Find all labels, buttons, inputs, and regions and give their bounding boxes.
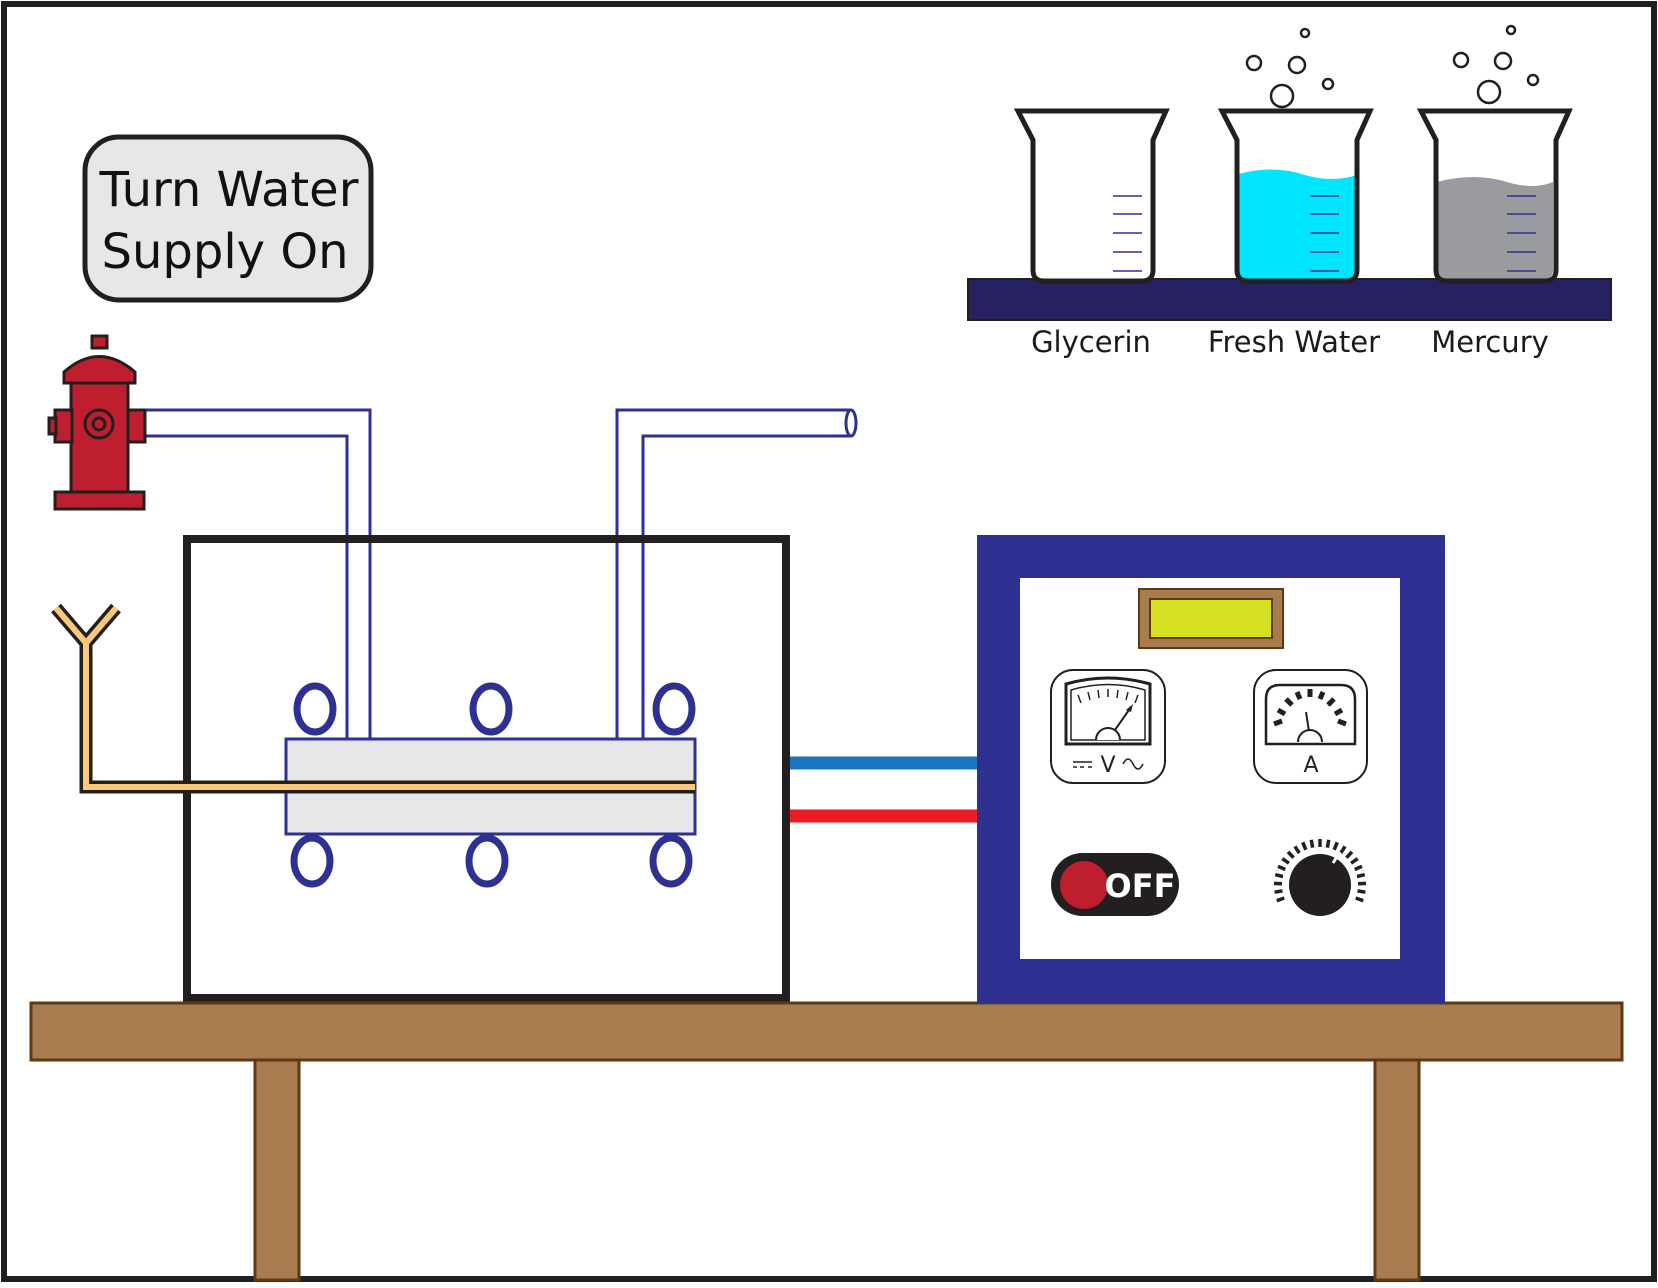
power-switch-indicator	[1060, 861, 1108, 909]
dial-knob-tick	[1358, 891, 1366, 892]
coil-ring	[294, 838, 330, 884]
beaker-glycerin-glass[interactable]	[1018, 111, 1166, 281]
beaker-label-glycerin: Glycerin	[1031, 325, 1151, 359]
beaker-mercury-liquid	[1434, 177, 1553, 279]
table-leg-left	[255, 1060, 299, 1280]
beaker-fresh-water-liquid	[1235, 170, 1357, 280]
dial-knob-tick	[1357, 875, 1365, 877]
table-top	[31, 1003, 1622, 1060]
hydrant-valve-inner	[93, 418, 105, 430]
lcd-display	[1150, 599, 1272, 638]
hydrant-left-nozzle	[55, 410, 72, 442]
voltmeter-label: V	[1100, 753, 1115, 778]
beaker-shelf	[968, 279, 1611, 320]
beaker-glycerin[interactable]	[1018, 111, 1166, 281]
water-supply-button[interactable]: Turn Water Supply On	[85, 137, 371, 300]
dial-knob[interactable]	[1289, 854, 1351, 916]
coil-ring	[656, 686, 692, 732]
dial-knob-tick	[1275, 891, 1283, 892]
coil-ring	[297, 686, 333, 732]
hydrant-left-nozzle-tip	[49, 418, 56, 434]
water-supply-button-line1: Turn Water	[99, 162, 359, 218]
power-switch-label: OFF	[1105, 867, 1176, 905]
ammeter-label: A	[1303, 753, 1318, 778]
dial-knob-tick	[1275, 875, 1283, 877]
coil-ring	[473, 686, 509, 732]
ammeter: A	[1254, 670, 1367, 783]
voltmeter: V	[1051, 670, 1165, 783]
power-switch-icon[interactable]: OFF	[1051, 853, 1179, 916]
hydrant-cap	[92, 336, 107, 348]
power-supply: V A OFF	[977, 535, 1445, 1003]
outlet-pipe-opening	[846, 410, 856, 436]
dial-knob-tick	[1311, 840, 1313, 848]
coil-ring	[469, 838, 505, 884]
dial-knob-tick	[1327, 840, 1329, 848]
table-leg-right	[1375, 1060, 1419, 1280]
hydrant-right-nozzle	[128, 410, 145, 442]
water-supply-button-line2: Supply On	[101, 224, 348, 280]
hydrant-base	[55, 492, 144, 509]
coil-ring	[653, 838, 689, 884]
beaker-label-mercury: Mercury	[1431, 325, 1549, 359]
beaker-label-fresh-water: Fresh Water	[1208, 325, 1380, 359]
